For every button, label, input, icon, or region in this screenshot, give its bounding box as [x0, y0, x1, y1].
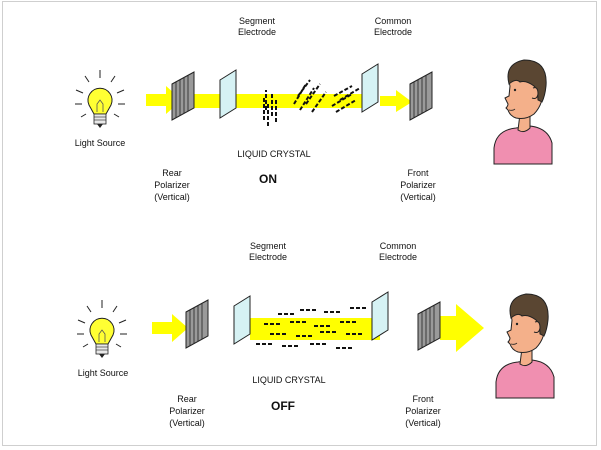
light-source-label-off: Light Source — [78, 368, 129, 378]
common-electrode-label-on-2: Electrode — [374, 27, 412, 37]
light-beam-on-mid — [190, 94, 368, 108]
common-electrode-label-off-2: Electrode — [379, 252, 417, 262]
front-polarizer-label-off-1: Front — [412, 394, 434, 404]
rear-polarizer-label-off-1: Rear — [177, 394, 197, 404]
common-electrode-off — [371, 291, 389, 341]
liquid-crystal-label-off: LIQUID CRYSTAL — [252, 375, 325, 385]
common-electrode-on — [361, 63, 379, 113]
liquid-crystal-label-on: LIQUID CRYSTAL — [237, 149, 310, 159]
segment-electrode-label-off-2: Electrode — [249, 252, 287, 262]
segment-electrode-on — [219, 69, 237, 119]
state-label-off: OFF — [271, 399, 295, 413]
front-polarizer-label-off-3: (Vertical) — [405, 418, 441, 428]
state-label-on: ON — [259, 172, 277, 186]
rear-polarizer-label-off-2: Polarizer — [169, 406, 205, 416]
diagram-frame — [2, 1, 597, 446]
rear-polarizer-label-on-1: Rear — [162, 168, 182, 178]
light-beam-off-end — [440, 304, 484, 352]
liquid-crystal-molecules-on — [263, 79, 361, 126]
light-bulb-icon — [74, 69, 126, 129]
front-polarizer-on — [409, 71, 433, 121]
light-beam-off-mid — [250, 318, 380, 340]
rear-polarizer-label-on-3: (Vertical) — [154, 192, 190, 202]
panel-off: Segment Electrode Common Electrode Light… — [76, 241, 555, 428]
common-electrode-label-off-1: Common — [380, 241, 417, 251]
light-beam-on-end — [380, 90, 412, 112]
common-electrode-label-on-1: Common — [375, 16, 412, 26]
front-polarizer-label-on-1: Front — [407, 168, 429, 178]
front-polarizer-label-on-3: (Vertical) — [400, 192, 436, 202]
segment-electrode-label-off-1: Segment — [250, 241, 287, 251]
light-beam-off — [152, 314, 188, 342]
front-polarizer-label-on-2: Polarizer — [400, 180, 436, 190]
front-polarizer-label-off-2: Polarizer — [405, 406, 441, 416]
rear-polarizer-label-off-3: (Vertical) — [169, 418, 205, 428]
light-bulb-icon — [76, 299, 128, 359]
segment-electrode-label-on-2: Electrode — [238, 27, 276, 37]
viewer-icon — [493, 59, 553, 165]
liquid-crystal-molecules-off — [256, 307, 368, 349]
rear-polarizer-off — [185, 299, 209, 349]
segment-electrode-off — [233, 295, 251, 345]
rear-polarizer-label-on-2: Polarizer — [154, 180, 190, 190]
light-source-label-on: Light Source — [75, 138, 126, 148]
viewer-icon — [495, 293, 555, 399]
segment-electrode-label-on-1: Segment — [239, 16, 276, 26]
front-polarizer-off — [417, 301, 441, 351]
rear-polarizer-on — [171, 71, 195, 121]
panel-on: Segment Electrode Common Electrode Light… — [74, 16, 553, 202]
